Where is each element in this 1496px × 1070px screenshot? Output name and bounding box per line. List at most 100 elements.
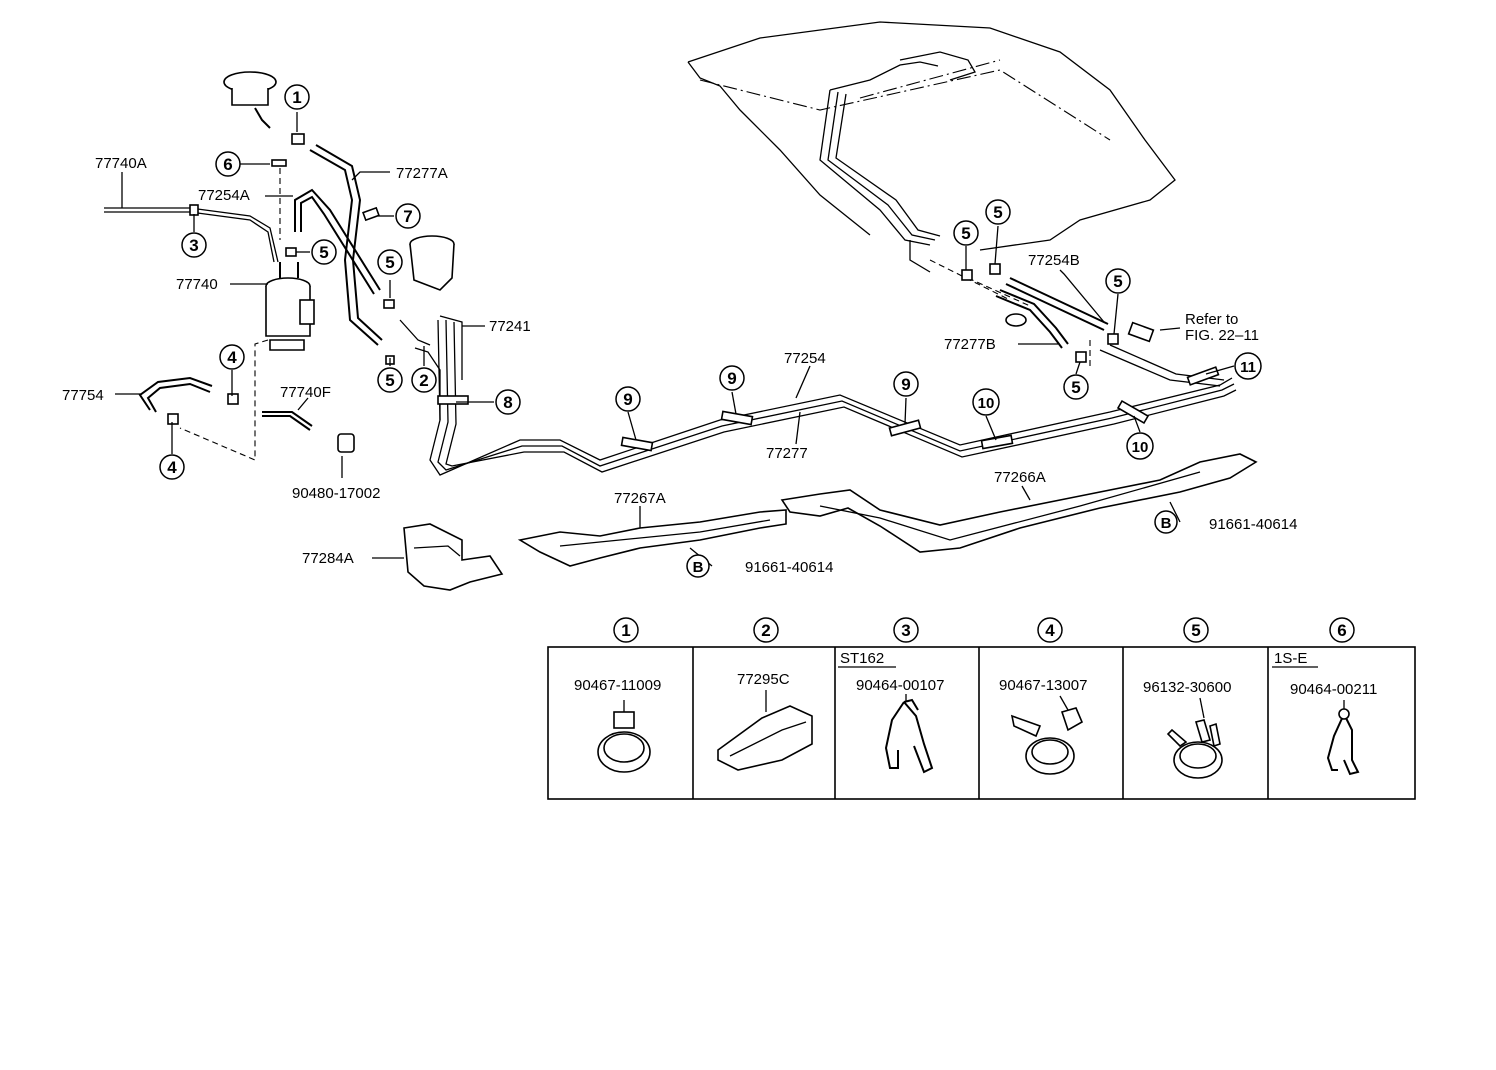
part-labels: 77740A 77254A 77277A 77740 77754 77740F … — [62, 155, 1297, 576]
callouts: 1 6 7 3 5 5 5 2 8 4 4 9 9 9 10 10 11 5 5… — [159, 84, 1262, 578]
callout-8: 8 — [495, 389, 521, 415]
clamp-6-illustration — [1326, 700, 1360, 776]
svg-text:7: 7 — [403, 207, 412, 226]
clamp-4-illustration — [1010, 695, 1084, 775]
callout-5: 5 — [377, 367, 403, 393]
label-77277A: 77277A — [396, 165, 448, 182]
label-90480-17002: 90480-17002 — [292, 485, 380, 502]
svg-text:2: 2 — [419, 371, 428, 390]
label-fig-22-11: FIG. 22–11 — [1185, 327, 1259, 344]
legend-part-6: 90464-00211 — [1290, 681, 1377, 698]
svg-text:6: 6 — [223, 155, 232, 174]
svg-text:10: 10 — [1132, 439, 1149, 456]
label-77254B: 77254B — [1028, 252, 1080, 269]
legend-part-4: 90467-13007 — [999, 677, 1087, 694]
svg-text:9: 9 — [901, 375, 910, 394]
svg-text:11: 11 — [1240, 359, 1256, 376]
clamp-1-illustration — [597, 700, 651, 773]
callout-9: 9 — [893, 371, 919, 397]
legend-part-3: 90464-00107 — [856, 677, 944, 694]
left-components — [104, 71, 1091, 461]
clamp-2-illustration — [717, 690, 813, 771]
clamp-5-illustration — [1166, 697, 1223, 779]
svg-text:5: 5 — [961, 224, 970, 243]
main-fuel-lines — [414, 319, 1237, 476]
svg-text:4: 4 — [227, 348, 237, 367]
legend-part-1: 90467-11009 — [574, 677, 661, 694]
label-91661-40614-right: 91661-40614 — [1209, 516, 1297, 533]
label-77277B: 77277B — [944, 336, 996, 353]
svg-text:3: 3 — [189, 236, 198, 255]
label-77277: 77277 — [766, 445, 808, 462]
legend-tag-1s-e: 1S-E — [1274, 650, 1307, 667]
legend-table: 1 2 3 4 5 6 ST162 1S-E 90467-11009 77295… — [547, 617, 1416, 800]
label-77284A: 77284A — [302, 550, 354, 567]
callout-10: 10 — [972, 388, 1000, 416]
leader-lines — [115, 112, 1235, 567]
svg-text:5: 5 — [993, 203, 1002, 222]
svg-text:5: 5 — [1113, 272, 1122, 291]
tank-lines — [819, 61, 941, 273]
svg-text:5: 5 — [385, 253, 394, 272]
callout-B: B — [1154, 510, 1178, 534]
label-77740F: 77740F — [280, 384, 331, 401]
svg-text:8: 8 — [503, 393, 512, 412]
svg-text:1: 1 — [621, 621, 630, 640]
label-77241: 77241 — [489, 318, 531, 335]
label-77254A: 77254A — [198, 187, 250, 204]
callout-4: 4 — [219, 344, 245, 370]
svg-text:4: 4 — [167, 458, 177, 477]
callout-6: 6 — [215, 151, 241, 177]
legend-callout-6: 6 — [1329, 617, 1355, 643]
legend-part-5: 96132-30600 — [1143, 679, 1231, 696]
svg-text:1: 1 — [292, 88, 301, 107]
callout-B: B — [686, 554, 710, 578]
clamp-3-illustration — [884, 694, 934, 774]
svg-text:4: 4 — [1045, 621, 1055, 640]
svg-text:5: 5 — [319, 243, 328, 262]
callout-5: 5 — [953, 220, 979, 246]
fuel-tank-outline — [687, 21, 1176, 251]
svg-text:2: 2 — [761, 621, 770, 640]
callout-1: 1 — [284, 84, 310, 110]
legend-callout-5: 5 — [1183, 617, 1209, 643]
callout-5: 5 — [1063, 374, 1089, 400]
callout-5: 5 — [1105, 268, 1131, 294]
legend-callout-3: 3 — [893, 617, 919, 643]
callout-11: 11 — [1234, 352, 1262, 380]
svg-text:5: 5 — [385, 371, 394, 390]
callout-5: 5 — [377, 249, 403, 275]
callout-10: 10 — [1126, 432, 1154, 460]
callout-4: 4 — [159, 454, 185, 480]
label-91661-40614-left: 91661-40614 — [745, 559, 833, 576]
svg-text:B: B — [693, 559, 704, 576]
legend-callout-1: 1 — [613, 617, 639, 643]
protectors — [403, 453, 1258, 591]
callout-9: 9 — [615, 386, 641, 412]
svg-text:5: 5 — [1191, 621, 1200, 640]
svg-text:6: 6 — [1337, 621, 1346, 640]
svg-text:10: 10 — [978, 395, 995, 412]
svg-text:9: 9 — [623, 390, 632, 409]
legend-part-2: 77295C — [737, 671, 790, 688]
label-77740A: 77740A — [95, 155, 147, 172]
legend-callout-4: 4 — [1037, 617, 1063, 643]
label-77254: 77254 — [784, 350, 826, 367]
legend-tag-st162: ST162 — [840, 650, 884, 667]
label-77267A: 77267A — [614, 490, 666, 507]
callout-3: 3 — [181, 232, 207, 258]
label-77266A: 77266A — [994, 469, 1046, 486]
svg-text:3: 3 — [901, 621, 910, 640]
label-77740: 77740 — [176, 276, 218, 293]
callout-5: 5 — [985, 199, 1011, 225]
legend-callout-2: 2 — [753, 617, 779, 643]
callout-7: 7 — [395, 203, 421, 229]
label-refer-to: Refer to — [1185, 311, 1238, 328]
label-77754: 77754 — [62, 387, 104, 404]
callout-9: 9 — [719, 365, 745, 391]
svg-text:5: 5 — [1071, 378, 1080, 397]
callout-5: 5 — [311, 239, 337, 265]
svg-text:B: B — [1161, 515, 1172, 532]
